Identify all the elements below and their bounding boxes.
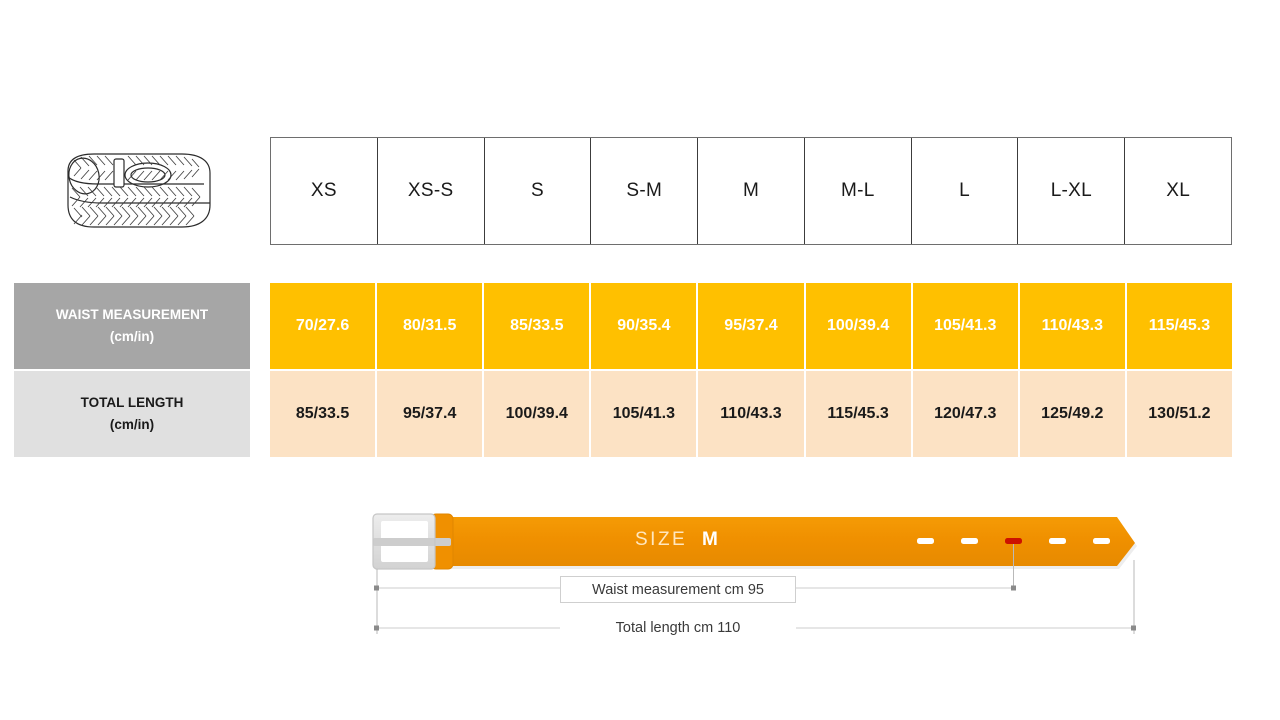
length-cell: 85/33.5 [270, 371, 378, 457]
size-header-cell: XS-S [378, 138, 485, 244]
braided-belt-illustration [54, 145, 220, 237]
waist-cell: 105/41.3 [912, 283, 1020, 369]
waist-measurement-row: WAIST MEASUREMENT (cm/in) 70/27.6 80/31.… [14, 283, 1232, 369]
waist-cell: 100/39.4 [805, 283, 913, 369]
length-cell: 105/41.3 [591, 371, 699, 457]
belt-hole [1093, 538, 1110, 544]
length-cell: 130/51.2 [1126, 371, 1232, 457]
length-cell: 100/39.4 [484, 371, 592, 457]
total-length-label: TOTAL LENGTH (cm/in) [14, 371, 250, 457]
waist-cell: 110/43.3 [1019, 283, 1127, 369]
size-header-cell: M [698, 138, 805, 244]
waist-measurement-label: WAIST MEASUREMENT (cm/in) [14, 283, 250, 369]
waist-cell: 115/45.3 [1126, 283, 1232, 369]
size-header-table: XS XS-S S S-M M M-L L L-XL XL [270, 137, 1232, 245]
total-length-value-cells: 85/33.5 95/37.4 100/39.4 105/41.3 110/43… [270, 371, 1232, 457]
waist-cell: 90/35.4 [591, 283, 699, 369]
length-cell: 120/47.3 [912, 371, 1020, 457]
total-length-line1: TOTAL LENGTH [80, 394, 184, 410]
length-cell: 125/49.2 [1019, 371, 1127, 457]
length-cell: 95/37.4 [377, 371, 485, 457]
waist-label-units: (cm/in) [109, 329, 155, 344]
belt-hole [917, 538, 934, 544]
waist-value-cells: 70/27.6 80/31.5 85/33.5 90/35.4 95/37.4 … [270, 283, 1232, 369]
waist-label-line1: WAIST MEASUREMENT [55, 306, 209, 322]
waist-cell: 85/33.5 [484, 283, 592, 369]
total-length-dimension-callout: Total length cm 110 [560, 616, 796, 640]
belt-measurement-diagram [355, 500, 1155, 650]
length-cell: 115/45.3 [805, 371, 913, 457]
size-header-cell: S [485, 138, 592, 244]
waist-cell: 70/27.6 [270, 283, 378, 369]
size-header-cell: S-M [591, 138, 699, 244]
size-header-cell: XL [1166, 180, 1191, 201]
total-length-units: (cm/in) [109, 417, 155, 432]
waist-dimension-callout: Waist measurement cm 95 [560, 576, 796, 603]
waist-cell: 95/37.4 [698, 283, 806, 369]
size-header-cell: L-XL [1018, 138, 1126, 244]
size-header-cell: XS [271, 138, 378, 244]
belt-hole [1049, 538, 1066, 544]
size-header-cell: L [912, 138, 1019, 244]
length-cell: 110/43.3 [698, 371, 806, 457]
size-header-cell: M-L [805, 138, 912, 244]
belt-hole-highlighted [1005, 538, 1022, 544]
total-length-row: TOTAL LENGTH (cm/in) 85/33.5 95/37.4 100… [14, 371, 1232, 457]
waist-cell: 80/31.5 [377, 283, 485, 369]
belt-hole [961, 538, 978, 544]
